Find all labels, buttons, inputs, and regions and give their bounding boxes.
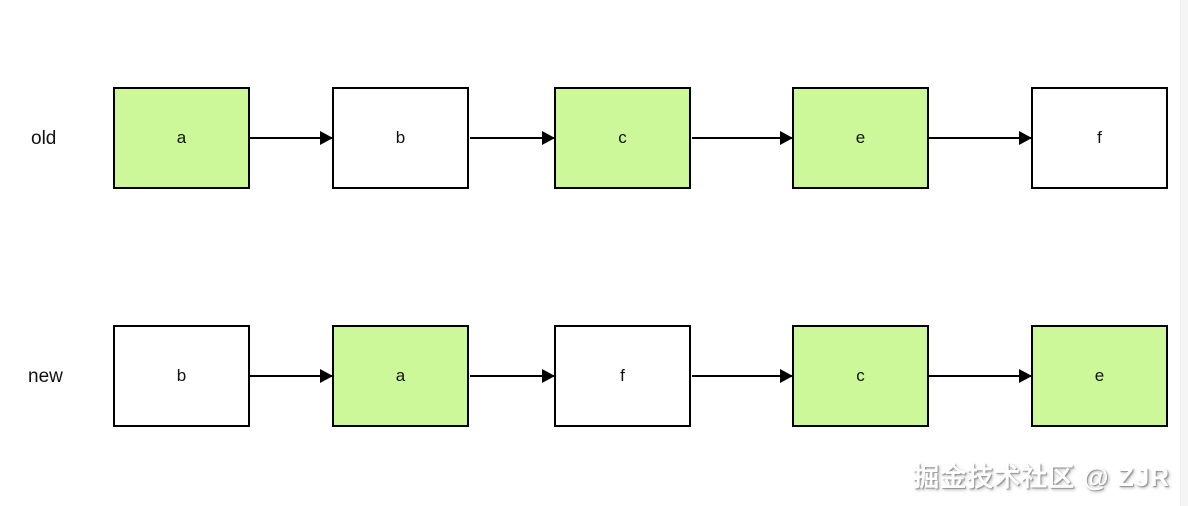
arrow-right-icon [470, 369, 555, 383]
node-new-c: c [792, 325, 929, 427]
arrow-right-icon [692, 131, 793, 145]
arrow-right-icon [692, 369, 793, 383]
arrow-right-icon [929, 131, 1032, 145]
node-label: e [855, 128, 866, 147]
node-old-b: b [332, 87, 469, 189]
node-new-e: e [1031, 325, 1168, 427]
node-label: b [176, 366, 187, 385]
node-label: a [395, 366, 406, 385]
old-list-label: old [31, 128, 57, 149]
node-label: e [1094, 366, 1105, 385]
node-old-e: e [792, 87, 929, 189]
arrow-right-icon [250, 131, 333, 145]
node-old-f: f [1031, 87, 1168, 189]
watermark-text: 掘金技术社区 @ ZJR [913, 462, 1170, 492]
new-list-label: new [28, 366, 63, 387]
node-new-b: b [113, 325, 250, 427]
node-old-c: c [554, 87, 691, 189]
arrow-right-icon [929, 369, 1032, 383]
node-label: b [395, 128, 406, 147]
scrollbar-track[interactable] [1180, 0, 1188, 506]
arrow-right-icon [250, 369, 333, 383]
node-label: c [618, 128, 627, 147]
node-label: f [1097, 128, 1102, 147]
node-new-a: a [332, 325, 469, 427]
node-old-a: a [113, 87, 250, 189]
node-label: c [856, 366, 865, 385]
node-label: a [176, 128, 187, 147]
node-new-f: f [554, 325, 691, 427]
node-label: f [620, 366, 625, 385]
arrow-right-icon [470, 131, 555, 145]
